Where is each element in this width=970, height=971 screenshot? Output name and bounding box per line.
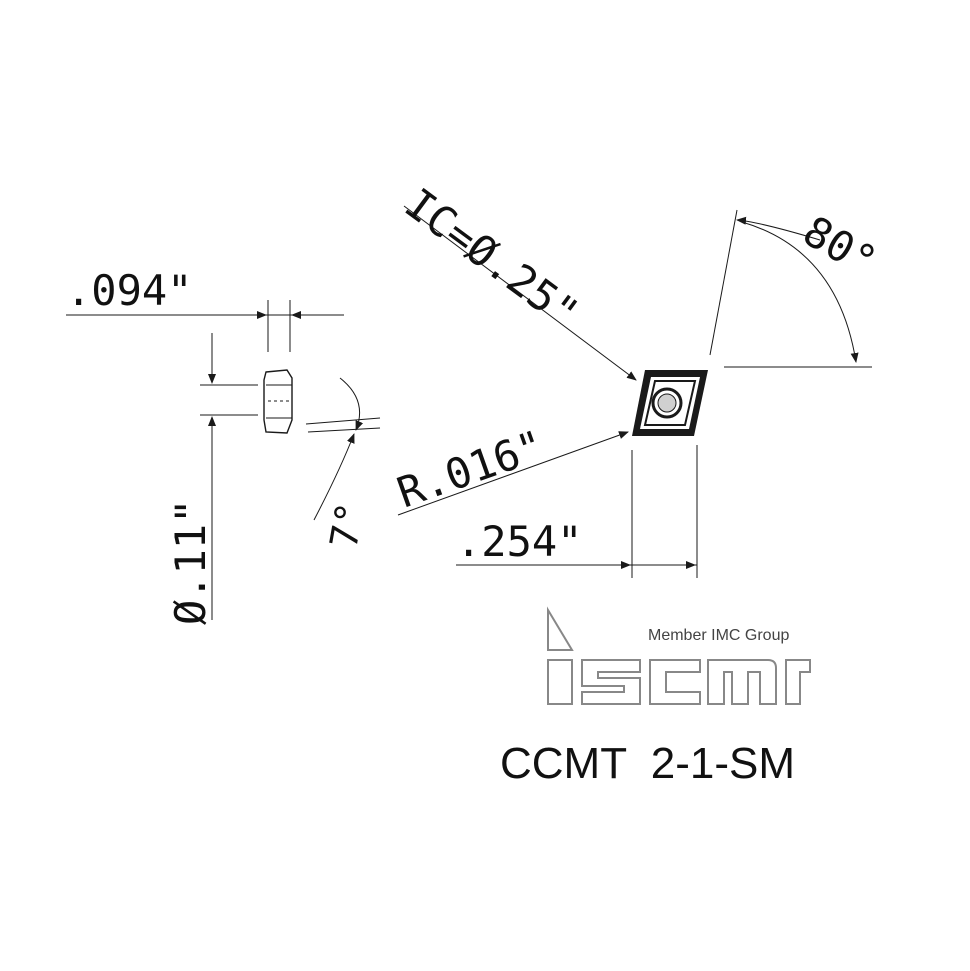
side-view [263, 369, 293, 434]
corner-radius-label: R.016" [391, 421, 550, 518]
hole-diameter-dimension: Ø.11" [166, 333, 258, 625]
thickness-label: .094" [66, 266, 192, 315]
insert-top-view [632, 370, 708, 436]
clearance-angle-label: 7° [322, 499, 373, 552]
logo-tagline: Member IMC Group [648, 627, 789, 644]
edge-length-label: .254" [456, 517, 582, 566]
hole-diameter-label: Ø.11" [166, 499, 215, 625]
insert-angle-dimension: 80° [709, 206, 885, 368]
corner-radius-dimension: R.016" [391, 421, 629, 518]
insert-side-profile [263, 369, 293, 434]
insert-angle-label: 80° [795, 206, 885, 286]
iscar-logo [547, 606, 811, 705]
ic-dimension: IC=Ø.25" [396, 179, 637, 381]
clearance-angle-dimension: 7° [305, 377, 381, 552]
ic-label: IC=Ø.25" [396, 179, 588, 339]
edge-length-dimension: .254" [456, 445, 698, 578]
thickness-dimension: .094" [66, 266, 344, 352]
part-number: CCMT 2-1-SM [500, 739, 795, 788]
